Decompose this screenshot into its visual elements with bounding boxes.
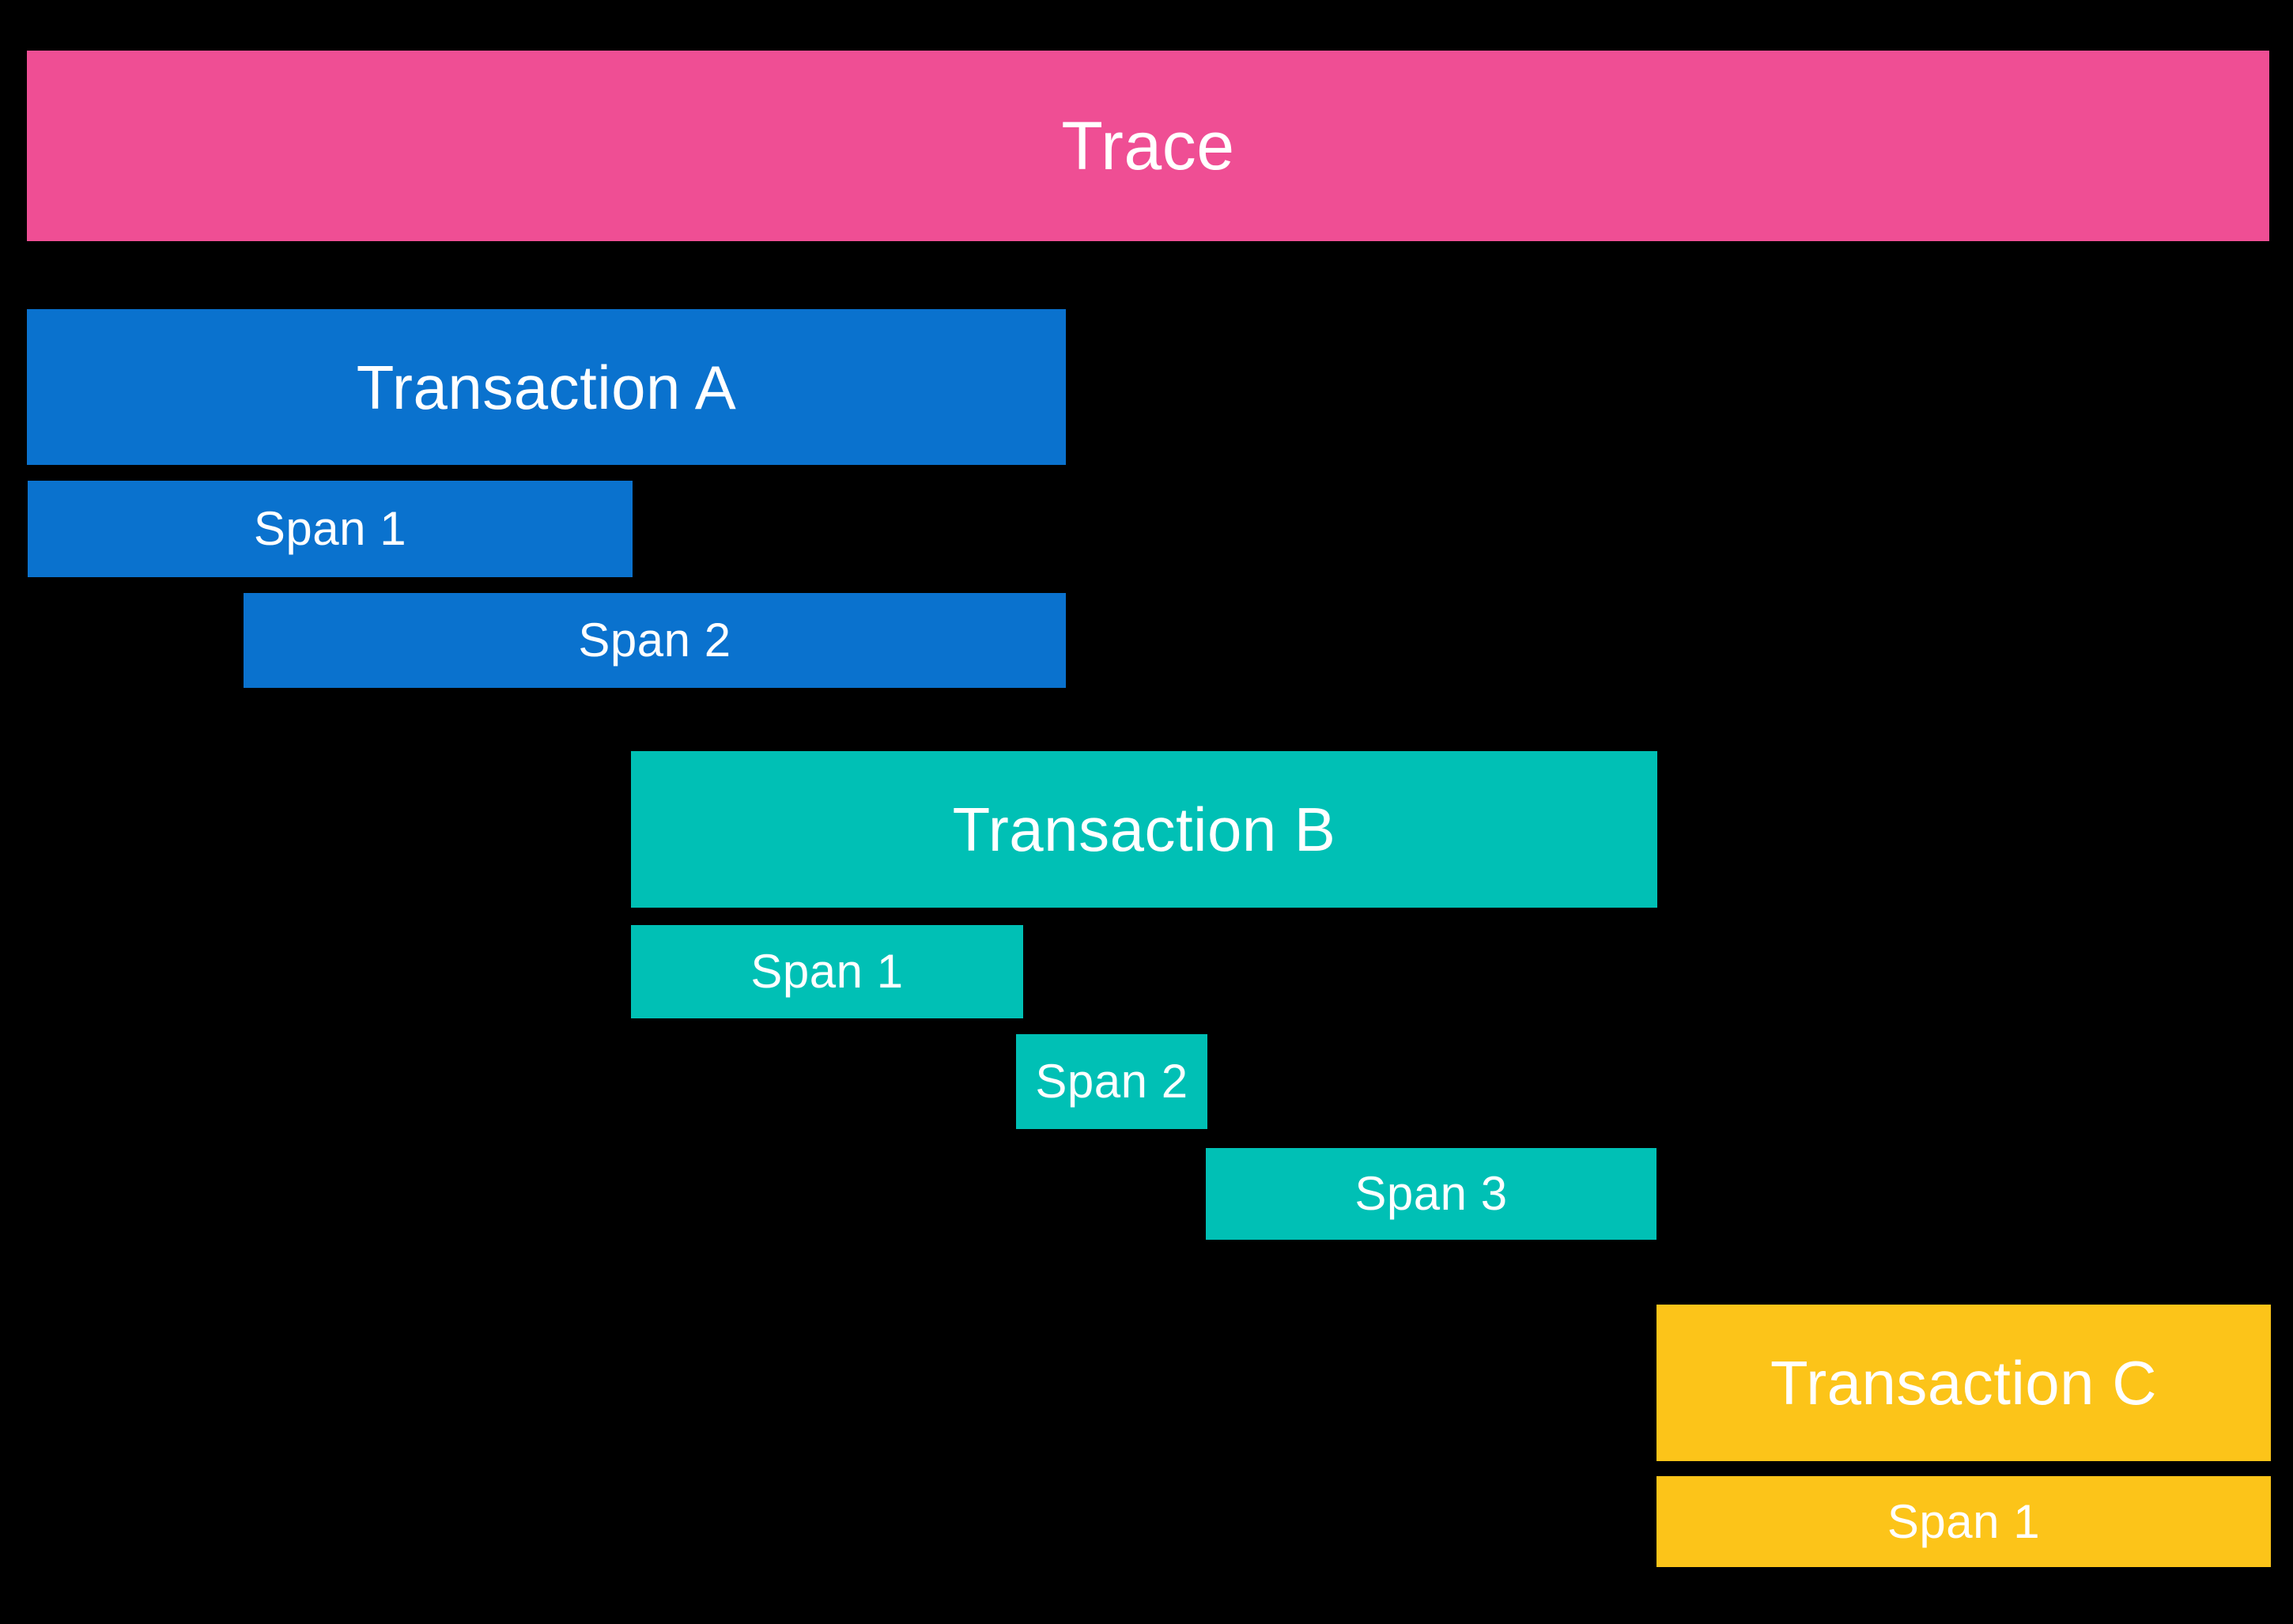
span-label: Span 1 — [1887, 1494, 2041, 1548]
span-label: Span 1 — [750, 945, 904, 998]
span-bar-transaction-a-span-2[interactable]: Span 2 — [244, 593, 1066, 688]
transaction-bar-transaction-c[interactable]: Transaction C — [1656, 1305, 2271, 1461]
span-bar-transaction-b-span-1[interactable]: Span 1 — [631, 925, 1023, 1018]
transaction-label: Transaction A — [356, 352, 737, 422]
trace-label: Trace — [1061, 108, 1235, 184]
transaction-bar-transaction-b[interactable]: Transaction B — [631, 751, 1657, 908]
transaction-label: Transaction C — [1770, 1348, 2158, 1418]
span-bar-transaction-a-span-1[interactable]: Span 1 — [28, 481, 633, 577]
trace-bar[interactable]: Trace — [27, 51, 2269, 241]
span-label: Span 2 — [1035, 1055, 1188, 1108]
transaction-label: Transaction B — [952, 795, 1336, 864]
span-label: Span 2 — [578, 614, 731, 667]
span-label: Span 3 — [1354, 1167, 1508, 1220]
span-bar-transaction-c-span-1[interactable]: Span 1 — [1656, 1476, 2271, 1567]
span-bar-transaction-b-span-2[interactable]: Span 2 — [1016, 1034, 1207, 1129]
span-label: Span 1 — [253, 502, 407, 555]
transaction-bar-transaction-a[interactable]: Transaction A — [27, 309, 1066, 465]
span-bar-transaction-b-span-3[interactable]: Span 3 — [1206, 1148, 1656, 1240]
